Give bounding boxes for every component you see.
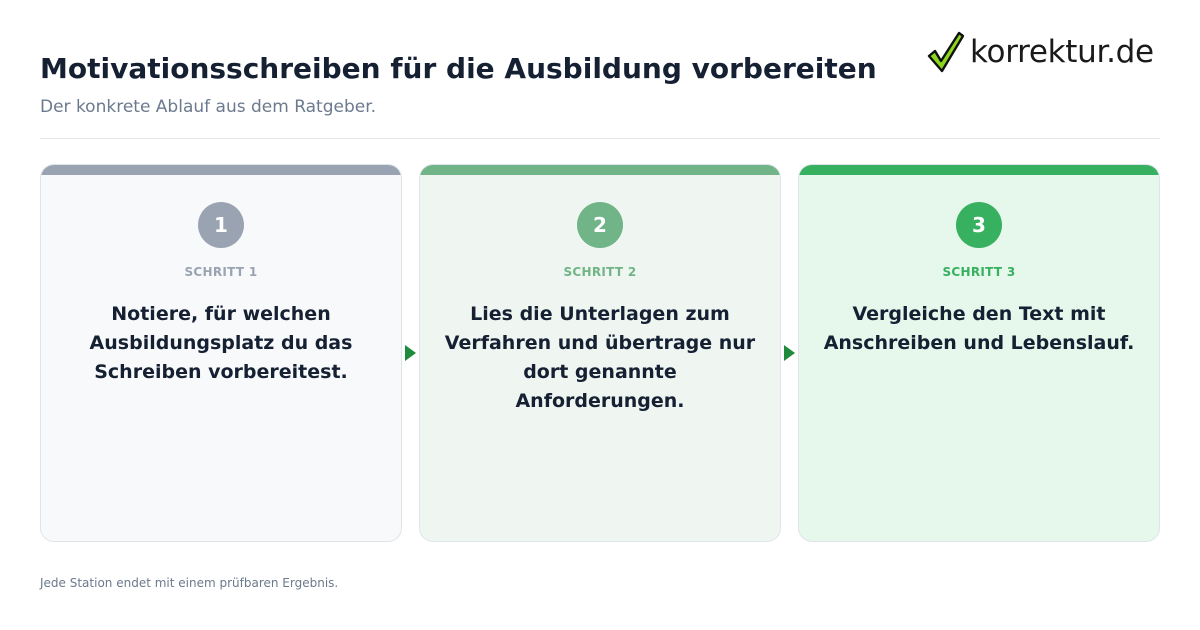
page-title: Motivationsschreiben für die Ausbildung … [40,52,877,85]
arrow-right-icon [784,345,795,361]
step-description: Vergleiche den Text mit Anschreiben und … [823,303,1135,354]
step-description: Notiere, für welchen Ausbildungsplatz du… [89,303,353,383]
checkmark-icon [927,31,964,73]
arrow-right-icon [405,345,416,361]
step-number-badge: 1 [198,202,244,248]
brand-logo-text: korrektur.de [970,34,1154,70]
step-label: SCHRITT 1 [184,265,258,279]
brand-logo[interactable]: korrektur.de [926,30,1154,74]
step-card-1: 1 SCHRITT 1 Notiere, für welchen Ausbild… [40,164,402,542]
step-number-badge: 2 [577,202,623,248]
header-divider [40,138,1160,139]
step-label: SCHRITT 2 [563,265,637,279]
step-card-accent-bar [799,165,1159,175]
step-card-2: 2 SCHRITT 2 Lies die Unterlagen zum Verf… [419,164,781,542]
step-description: Lies die Unterlagen zum Verfahren und üb… [444,303,756,412]
footer-note: Jede Station endet mit einem prüfbaren E… [40,576,339,590]
page-subtitle: Der konkrete Ablauf aus dem Ratgeber. [40,97,377,117]
step-label: SCHRITT 3 [942,265,1016,279]
step-card-3: 3 SCHRITT 3 Vergleiche den Text mit Ansc… [798,164,1160,542]
step-card-accent-bar [41,165,401,175]
step-number-badge: 3 [956,202,1002,248]
step-card-accent-bar [420,165,780,175]
